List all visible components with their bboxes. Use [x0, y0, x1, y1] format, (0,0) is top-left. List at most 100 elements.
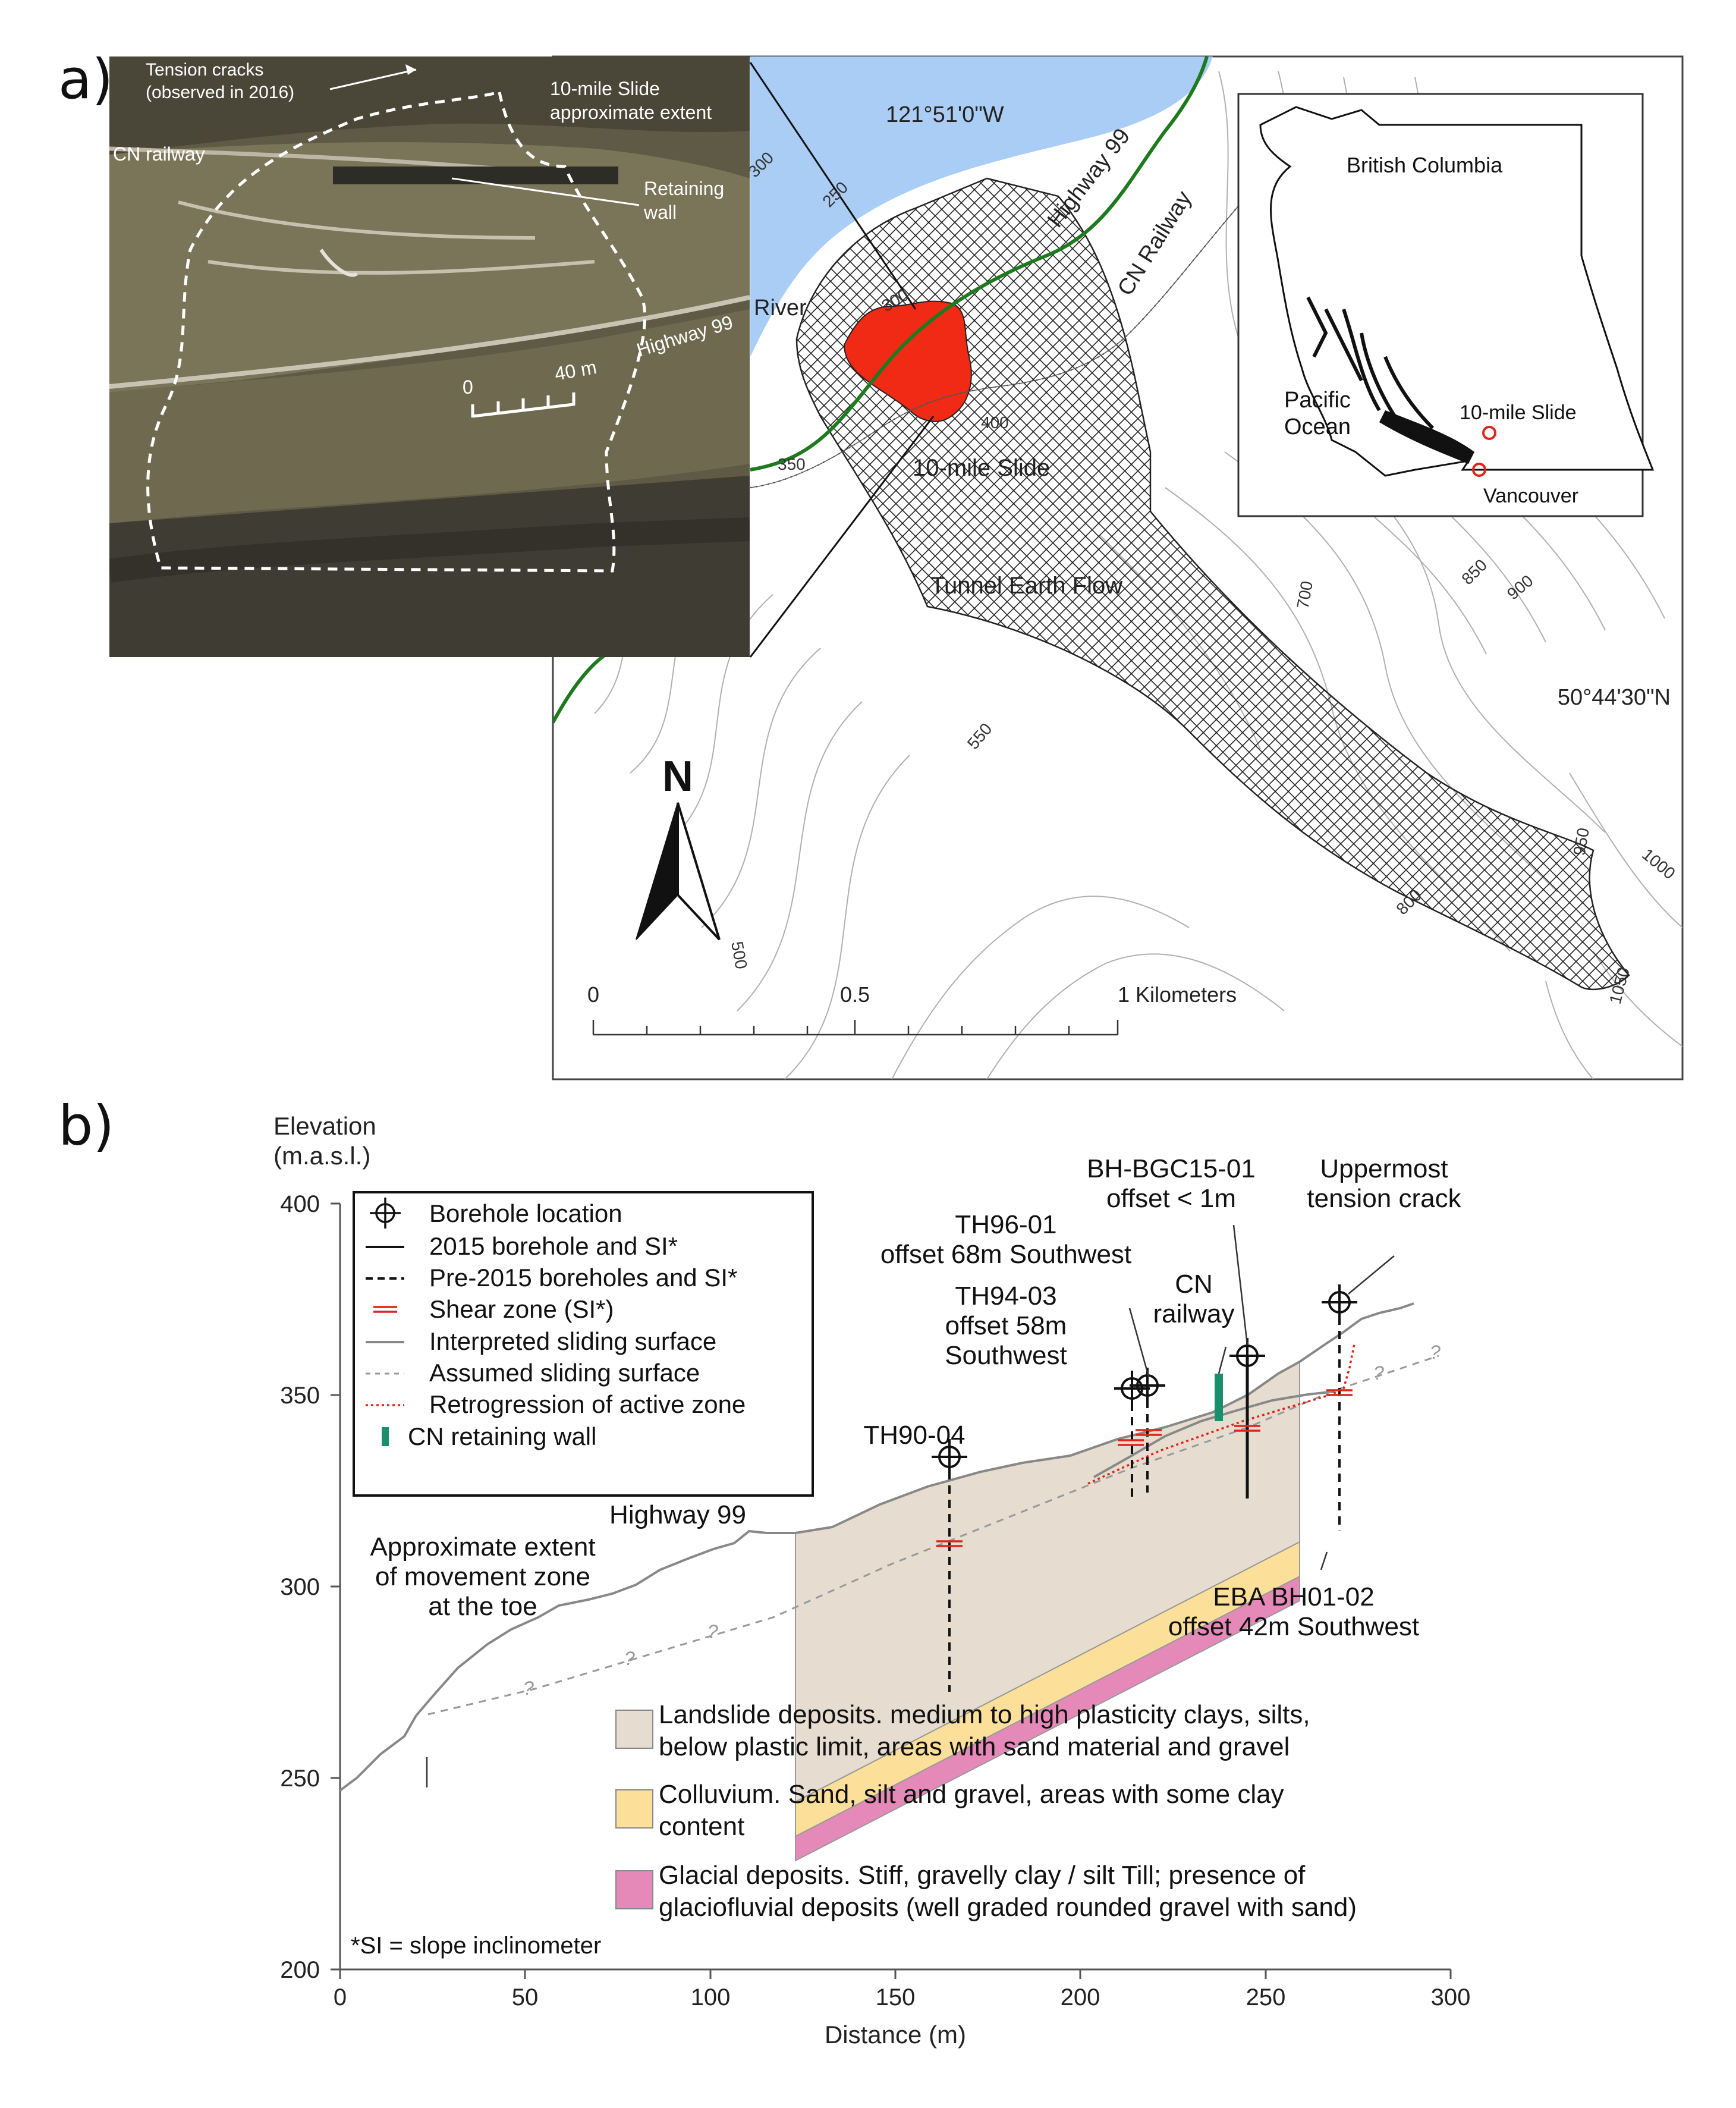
vancouver-island	[1379, 410, 1474, 464]
latitude-label: 50°44'30"N	[1558, 685, 1671, 710]
callout-line-bottom	[749, 416, 935, 658]
section-legend: Borehole location 2015 borehole and SI* …	[353, 1191, 814, 1497]
retrogression-line	[1087, 1343, 1356, 1485]
shear-zone-eba0102	[1326, 1389, 1353, 1396]
uppermost-crack-label-1: Uppermost	[1320, 1154, 1448, 1183]
slide-location-marker	[1482, 426, 1496, 440]
svg-text:400: 400	[981, 413, 1009, 432]
svg-text:50: 50	[512, 1984, 539, 2010]
section-axes: 400 350 300 250 200 0 50 100 150 200 250…	[273, 1112, 1470, 2049]
svg-text:?: ?	[1373, 1362, 1384, 1384]
svg-text:0.5: 0.5	[840, 982, 870, 1007]
eba-label-1: EBA BH01-02	[1213, 1582, 1375, 1611]
longitude-label: 121°51'0"W	[886, 102, 1004, 127]
river	[750, 56, 1213, 357]
uppermost-crack-label-2: tension crack	[1307, 1184, 1461, 1213]
section-annotations: TH90-04 TH94-03 offset 58m Southwest TH9…	[370, 1154, 1461, 1641]
th9403-label-3: Southwest	[945, 1341, 1067, 1370]
svg-text:350: 350	[280, 1383, 320, 1409]
svg-text:200: 200	[280, 1957, 320, 1983]
th9403-label-1: TH94-03	[955, 1281, 1056, 1311]
bgc1501-label-2: offset < 1m	[1106, 1184, 1236, 1213]
svg-text:Pre-2015 boreholes and SI*: Pre-2015 boreholes and SI*	[429, 1264, 737, 1292]
y-axis-title-1: Elevation	[273, 1112, 376, 1140]
borehole-marker-eba0102	[1322, 1284, 1357, 1320]
svg-text:N: N	[662, 753, 693, 800]
deposits-legend-labels: Landslide deposits. medium to high plast…	[659, 1700, 1357, 1922]
tunnel-earth-flow-area	[795, 177, 1630, 991]
cn-railway-label-2: railway	[1153, 1299, 1235, 1328]
y-axis-title-2: (m.a.s.l.)	[273, 1142, 370, 1170]
svg-text:300: 300	[280, 1574, 320, 1600]
si-footnote: *SI = slope inclinometer	[351, 1933, 601, 1959]
tension-cracks-arrow	[329, 68, 417, 90]
aerial-photo	[109, 56, 750, 657]
svg-text:content: content	[659, 1812, 744, 1841]
observed-label: (observed in 2016)	[146, 83, 294, 102]
svg-text:200: 200	[1061, 1984, 1100, 2010]
highway-99-line-south	[553, 652, 608, 724]
svg-text:Retrogression of active zone: Retrogression of active zone	[429, 1390, 746, 1418]
ten-mile-slide-area	[843, 300, 972, 422]
photo-railway-label: CN railway	[113, 143, 205, 165]
y-tick-labels: 400 350 300 250 200	[280, 1191, 320, 1983]
svg-text:100: 100	[691, 1984, 731, 2010]
bc-outline	[1259, 106, 1655, 477]
tension-cracks-label: Tension cracks	[146, 60, 263, 80]
svg-text:Interpreted sliding surface: Interpreted sliding surface	[429, 1327, 716, 1355]
slide-map-label: 10-mile Slide	[913, 455, 1050, 481]
vancouver-location-marker	[1472, 463, 1486, 477]
x-tick-labels: 0 50 100 150 200 250 300	[334, 1984, 1471, 2010]
deposits-legend: Landslide deposits. medium to high plast…	[615, 1700, 1357, 1922]
th9004-label: TH90-04	[863, 1421, 965, 1450]
cn-railway-rail	[750, 124, 1285, 488]
svg-text:glaciofluvial deposits (well g: glaciofluvial deposits (well graded roun…	[659, 1893, 1357, 1922]
toe-label-1: Approximate extent	[370, 1532, 595, 1562]
toe-label-2: of movement zone	[375, 1562, 590, 1591]
uncertainty-marks: ? ? ? ? ?	[523, 1342, 1441, 1699]
highway-99-section-label: Highway 99	[609, 1500, 746, 1529]
shear-zone-bgc1501	[1234, 1425, 1260, 1432]
photo-slide-label: 10-mile Slide	[550, 78, 660, 99]
legend-colluvium-swatch	[615, 1789, 653, 1829]
svg-text:CN retaining wall: CN retaining wall	[408, 1422, 596, 1450]
assumed-sliding-surface	[427, 1355, 1439, 1716]
svg-text:250: 250	[280, 1765, 320, 1792]
shear-zones	[936, 1389, 1353, 1547]
shear-zone-th9403	[1118, 1439, 1144, 1446]
legend-borehole-icon	[370, 1198, 401, 1229]
earthflow-label: Tunnel Earth Flow	[930, 573, 1122, 599]
svg-text:Assumed sliding surface: Assumed sliding surface	[429, 1359, 700, 1387]
toe-label-3: at the toe	[428, 1592, 537, 1621]
borehole-marker-th9004	[932, 1439, 967, 1475]
photo-extent-label: approximate extent	[550, 102, 712, 123]
ground-surface-profile	[339, 1302, 1414, 1792]
svg-text:0: 0	[587, 982, 599, 1007]
svg-text:300: 300	[1431, 1984, 1471, 2010]
bgc1501-label-1: BH-BGC15-01	[1087, 1154, 1256, 1183]
th9403-label-2: offset 58m	[945, 1311, 1067, 1340]
legend-landslide-swatch	[615, 1710, 653, 1749]
inset-city-label: Vancouver	[1483, 485, 1578, 507]
legend-wall-icon	[382, 1427, 389, 1446]
retaining-wall-pointer	[451, 177, 640, 206]
svg-text:250: 250	[1246, 1984, 1286, 2010]
legend-shear-icon	[373, 1306, 397, 1313]
svg-text:Shear zone (SI*): Shear zone (SI*)	[429, 1295, 614, 1323]
north-arrow-icon: N	[636, 753, 721, 941]
svg-text:350: 350	[778, 455, 806, 473]
photo-scale-bar	[471, 392, 575, 418]
inset-ocean-label-2: Ocean	[1284, 414, 1351, 439]
inset-province-label: British Columbia	[1347, 153, 1503, 177]
svg-text:150: 150	[876, 1984, 916, 2010]
callout-line-top	[749, 62, 917, 310]
inset-ocean-label-1: Pacific	[1284, 388, 1351, 413]
svg-text:below plastic limit, areas wit: below plastic limit, areas with sand mat…	[659, 1732, 1290, 1761]
svg-text:Landslide deposits. medium to: Landslide deposits. medium to high plast…	[659, 1700, 1310, 1729]
svg-text:?: ?	[707, 1621, 718, 1642]
coastline-islands	[1306, 296, 1435, 430]
cn-retaining-wall	[1215, 1374, 1223, 1421]
legend-frame	[353, 1191, 814, 1497]
svg-text:1 Kilometers: 1 Kilometers	[1118, 982, 1237, 1007]
highway-99-line	[750, 56, 1209, 472]
